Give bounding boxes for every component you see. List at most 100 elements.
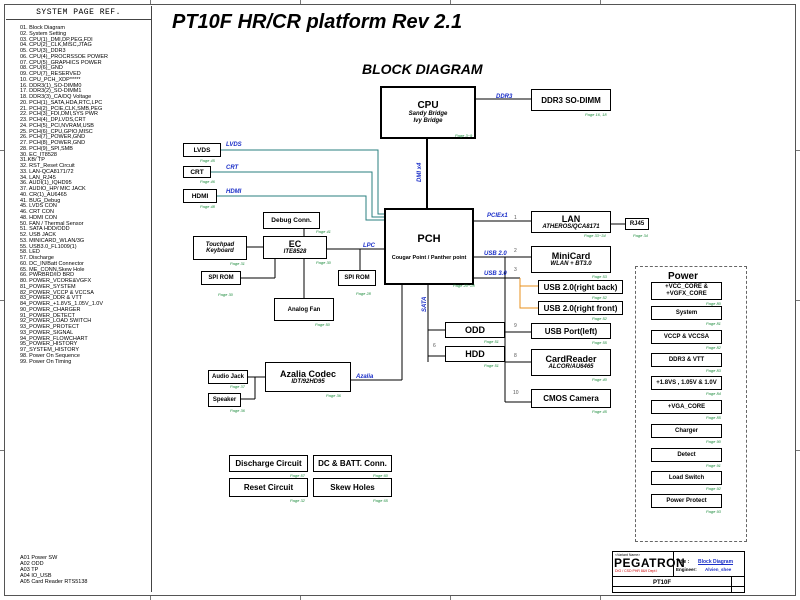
ruler-tick <box>450 596 451 600</box>
page-ref-item: 84_POWER_+1.8VS_1.05V_1.0V <box>20 301 104 307</box>
page-ref-item: 46. CRT CON <box>20 209 55 215</box>
ruler-tick <box>796 300 800 301</box>
usb-right-back-block: USB 2.0(right back) <box>538 280 623 294</box>
cpu-page: Page 3~9 <box>455 133 473 138</box>
page-ref-item: 06. CPU(4)_PROCRSSOE POWER <box>20 53 109 60</box>
power-box: Load Switch <box>651 471 722 485</box>
audio-jack-label: Audio Jack <box>211 374 244 380</box>
page-ref-item: 10. CPU_PCH_XDP***** <box>20 76 81 83</box>
power-box-page: Page 93 <box>706 509 721 514</box>
page-ref-item: 82_POWER_VCCP & VCCSA <box>20 289 94 296</box>
lan-label: LAN <box>561 213 581 224</box>
lvds-label: LVDS <box>193 146 211 154</box>
power-box-label: DDR3 & VTT <box>668 356 705 363</box>
extra-page-ref-item: A02 ODD <box>20 561 44 567</box>
power-box: +VGA_CORE <box>651 400 722 414</box>
usb-right-front-block: USB 2.0(right front) <box>538 301 623 315</box>
power-box-page: Page 82 <box>706 345 721 350</box>
ec-page: Page 30 <box>316 260 331 265</box>
hdmi-page: Page 48 <box>200 204 215 209</box>
diagram-title: BLOCK DIAGRAM <box>362 61 483 77</box>
rj45-block: RJ45 <box>625 218 649 230</box>
dc-batt-conn-label: DC & BATT. Conn. <box>318 459 387 468</box>
pch-page: Page 20~28 <box>453 283 475 288</box>
ddr3-label: DDR3 SO-DIMM <box>541 95 601 105</box>
ec-label: EC <box>288 239 302 249</box>
page-ref-item: 66. PWRBRD/IO BRD <box>20 272 75 279</box>
discharge-circuit-block: Discharge Circuit <box>229 455 308 472</box>
ruler-tick <box>150 0 151 4</box>
bus-label-usb2: USB 2.0 <box>484 251 507 257</box>
speaker-page: Page 36 <box>230 408 245 413</box>
azalia-codec-page: Page 36 <box>326 393 341 398</box>
hdd-page: Page 51 <box>484 363 499 368</box>
page-ref-item: 55. USB3.0_FL1009(1) <box>20 243 77 250</box>
debug-conn-label: Debug Conn. <box>271 217 312 224</box>
usb-right-front-label: USB 2.0(right front) <box>543 303 618 313</box>
page-ref-item: 24. PCH(5)_PCI,NVRAM,USB <box>20 122 94 129</box>
page-ref-item: 50. FAN / Thermal Sensor <box>20 220 84 227</box>
page-ref-item: 83_POWER_DDR & VTT <box>20 295 83 302</box>
ruler-tick <box>0 150 4 151</box>
lvds-page: Page 45 <box>200 158 215 163</box>
reset-circuit-page: Page 32 <box>290 498 305 503</box>
power-box-label: Load Switch <box>668 474 705 481</box>
power-box: VCCP & VCCSA <box>651 330 722 344</box>
ruler-tick <box>300 0 301 4</box>
page-ref-item: 22. PCH(3)_FDI,DMI,SYS PWR <box>20 111 98 118</box>
pch-sub: Cougar Point / Panther point <box>391 254 467 261</box>
discharge-circuit-label: Discharge Circuit <box>235 459 302 468</box>
port-number: 9 <box>514 323 517 329</box>
bus-label-lpc: LPC <box>363 243 375 249</box>
analog-fan-label: Analog Fan <box>287 306 321 313</box>
bus-label-hdmi: HDMI <box>226 189 242 195</box>
debug-conn-block: Debug Conn. <box>263 212 320 229</box>
touchpad-label: Touchpad <box>205 242 235 248</box>
extra-page-ref-item: A05 Card Reader RTS5138 <box>20 579 88 585</box>
skew-holes-label: Skew Holes <box>330 483 375 492</box>
page-ref-item: 81_POWER_SYSTEM <box>20 283 76 290</box>
usb-right-back-page: Page 52 <box>592 295 607 300</box>
page-ref-item: 20. PCH(1)_SATA,HDA,RTC,LPC <box>20 99 103 106</box>
title-block-header: <Variant Name> <box>615 553 641 557</box>
hdd-label: HDD <box>465 349 485 359</box>
rj45-page: Page 34 <box>633 233 648 238</box>
usb-port-left-block: USB Port(left) <box>531 323 611 339</box>
hdd-block: HDD <box>445 346 505 362</box>
line-lvds <box>221 149 384 215</box>
ruler-tick <box>600 0 601 4</box>
power-box: +1.8VS , 1.05V & 1.0V <box>651 376 722 390</box>
page-ref-item: 21. PCH(2)_PCIE,CLK,SMB,PEG <box>20 105 103 112</box>
pch-spi-rom-label: SPI ROM <box>344 275 370 281</box>
audio-jack-block: Audio Jack <box>208 370 248 384</box>
keyboard-label: Keyboard <box>206 248 234 254</box>
cpu-block: CPU Sandy Bridge Ivy Bridge <box>380 86 476 139</box>
page-ref-item: 04. CPU(2)_CLK,MISC,JTAG <box>20 42 92 49</box>
title-block: <Variant Name> PEGATRON DIG / CSD PHR 8&… <box>612 551 745 593</box>
port-number: 8 <box>514 353 517 359</box>
page-ref-item: 57. Discharge <box>20 255 54 261</box>
power-box-page: Page 81 <box>706 321 721 326</box>
bus-label-azalia: Azalia <box>356 374 374 380</box>
extra-page-ref-item: A03 TP <box>20 567 39 573</box>
page-ref-item: 26. PCH(7)_POWER,GND <box>20 134 86 141</box>
lan-block: LAN ATHEROS/QCA8171 <box>531 211 611 233</box>
page-ref-item: 23. PCH(4)_DP,LVDS,CRT <box>20 117 86 123</box>
power-box: DDR3 & VTT <box>651 353 722 367</box>
page-ref-item: 33. LAN-QCA8171/72 <box>20 168 74 175</box>
cardreader-page: Page 40 <box>592 377 607 382</box>
page-ref-item: 53. MINICARD_WLAN/3G <box>20 237 85 244</box>
page-ref-item: 18. DDR3(3)_CA/DQ Voltage <box>20 94 92 100</box>
power-box-label: +VCC_CORE & <box>665 284 708 290</box>
power-box-label: Power Protect <box>666 497 707 504</box>
ruler-tick <box>0 300 4 301</box>
page-ref-item: 36. AUDI(1)_IQHD95 <box>20 180 72 187</box>
touchpad-page: Page 31 <box>230 261 245 266</box>
cardreader-sub: ALCOR/AU6465 <box>548 364 594 370</box>
page-ref-item: 45. LVDS CON <box>20 203 57 210</box>
minicard-block: MiniCard WLAN + BT3.0 <box>531 246 611 273</box>
line-hdmi <box>217 195 384 221</box>
line-usb3-front <box>519 286 538 309</box>
